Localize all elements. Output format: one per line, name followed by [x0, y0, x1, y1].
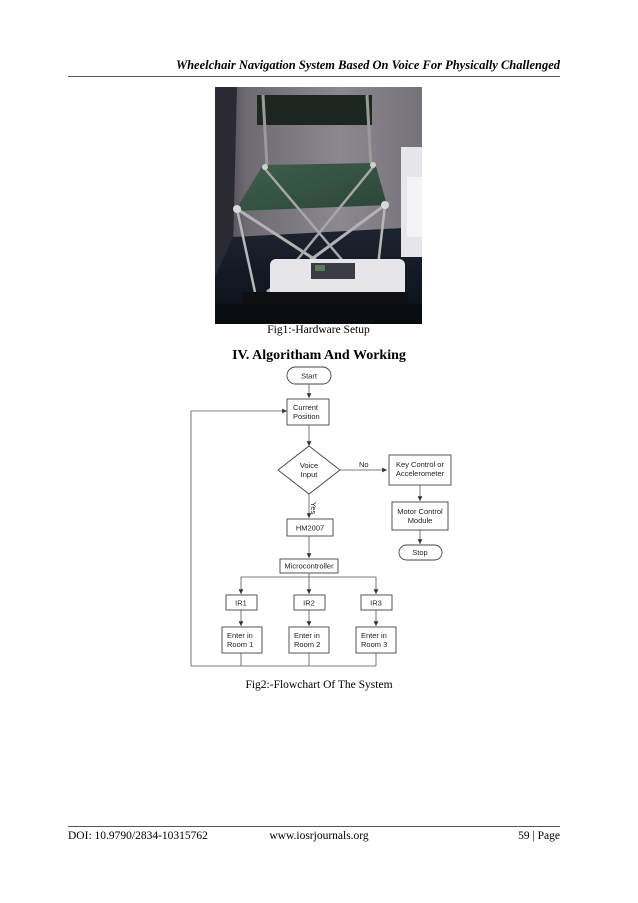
- label-stop: Stop: [412, 548, 427, 557]
- node-room3: [355, 626, 397, 654]
- node-microcontroller: [279, 558, 339, 574]
- node-hm2007: [286, 518, 334, 537]
- node-voice-input: [277, 445, 341, 495]
- connector-micro-ir1: [238, 576, 309, 594]
- node-key-control: [388, 454, 452, 486]
- connector-micro-ir3: [309, 576, 379, 594]
- hardware-setup-photo: [215, 87, 422, 324]
- label-motor-control-2: Module: [408, 516, 433, 525]
- label-key-control-2: Accelerometer: [396, 469, 445, 478]
- label-yes: Yes: [309, 502, 318, 514]
- footer-divider: [68, 826, 560, 827]
- label-microcontroller: Microcontroller: [284, 562, 334, 571]
- header-divider: [68, 76, 560, 77]
- label-current-position-1: Current: [293, 403, 319, 412]
- label-no: No: [359, 460, 369, 469]
- wheelchair-photo-icon: [215, 87, 422, 324]
- figure1-caption: Fig1:-Hardware Setup: [267, 324, 370, 336]
- node-motor-control: [391, 501, 449, 531]
- label-key-control-1: Key Control or: [396, 460, 444, 469]
- label-motor-control-1: Motor Control: [397, 507, 443, 516]
- label-hm2007: HM2007: [296, 524, 324, 533]
- footer-doi: DOI: 10.9790/2834-10315762: [68, 830, 208, 842]
- label-start: Start: [301, 372, 318, 381]
- node-start: [286, 366, 332, 385]
- label-ir3: IR3: [370, 599, 382, 608]
- label-room2-1: Enter in: [294, 631, 320, 640]
- label-current-position-2: Position: [293, 412, 320, 421]
- figure2-caption: Fig2:-Flowchart Of The System: [245, 679, 393, 691]
- label-room1-1: Enter in: [227, 631, 253, 640]
- node-ir3: [360, 594, 393, 611]
- label-room3-1: Enter in: [361, 631, 387, 640]
- flowchart: Start Current Position Voice Input No Ye…: [183, 364, 463, 680]
- node-ir2: [293, 594, 326, 611]
- connector-loop-back: [190, 408, 376, 667]
- section-heading: IV. Algoritham And Working: [232, 348, 406, 363]
- label-room1-2: Room 1: [227, 640, 253, 649]
- running-header: Wheelchair Navigation System Based On Vo…: [175, 58, 560, 72]
- flowchart-diagram: Start Current Position Voice Input No Ye…: [190, 366, 452, 667]
- node-stop: [398, 544, 443, 561]
- footer-page-number: 59 | Page: [518, 830, 560, 842]
- node-room1: [221, 626, 263, 654]
- label-voice-input-2: Input: [301, 470, 319, 479]
- label-ir2: IR2: [303, 599, 315, 608]
- label-room3-2: Room 3: [361, 640, 387, 649]
- node-ir1: [225, 594, 258, 611]
- node-current-position: [286, 398, 330, 426]
- node-room2: [288, 626, 330, 654]
- footer-website: www.iosrjournals.org: [269, 830, 369, 842]
- label-ir1: IR1: [235, 599, 247, 608]
- label-room2-2: Room 2: [294, 640, 320, 649]
- label-voice-input-1: Voice: [300, 461, 318, 470]
